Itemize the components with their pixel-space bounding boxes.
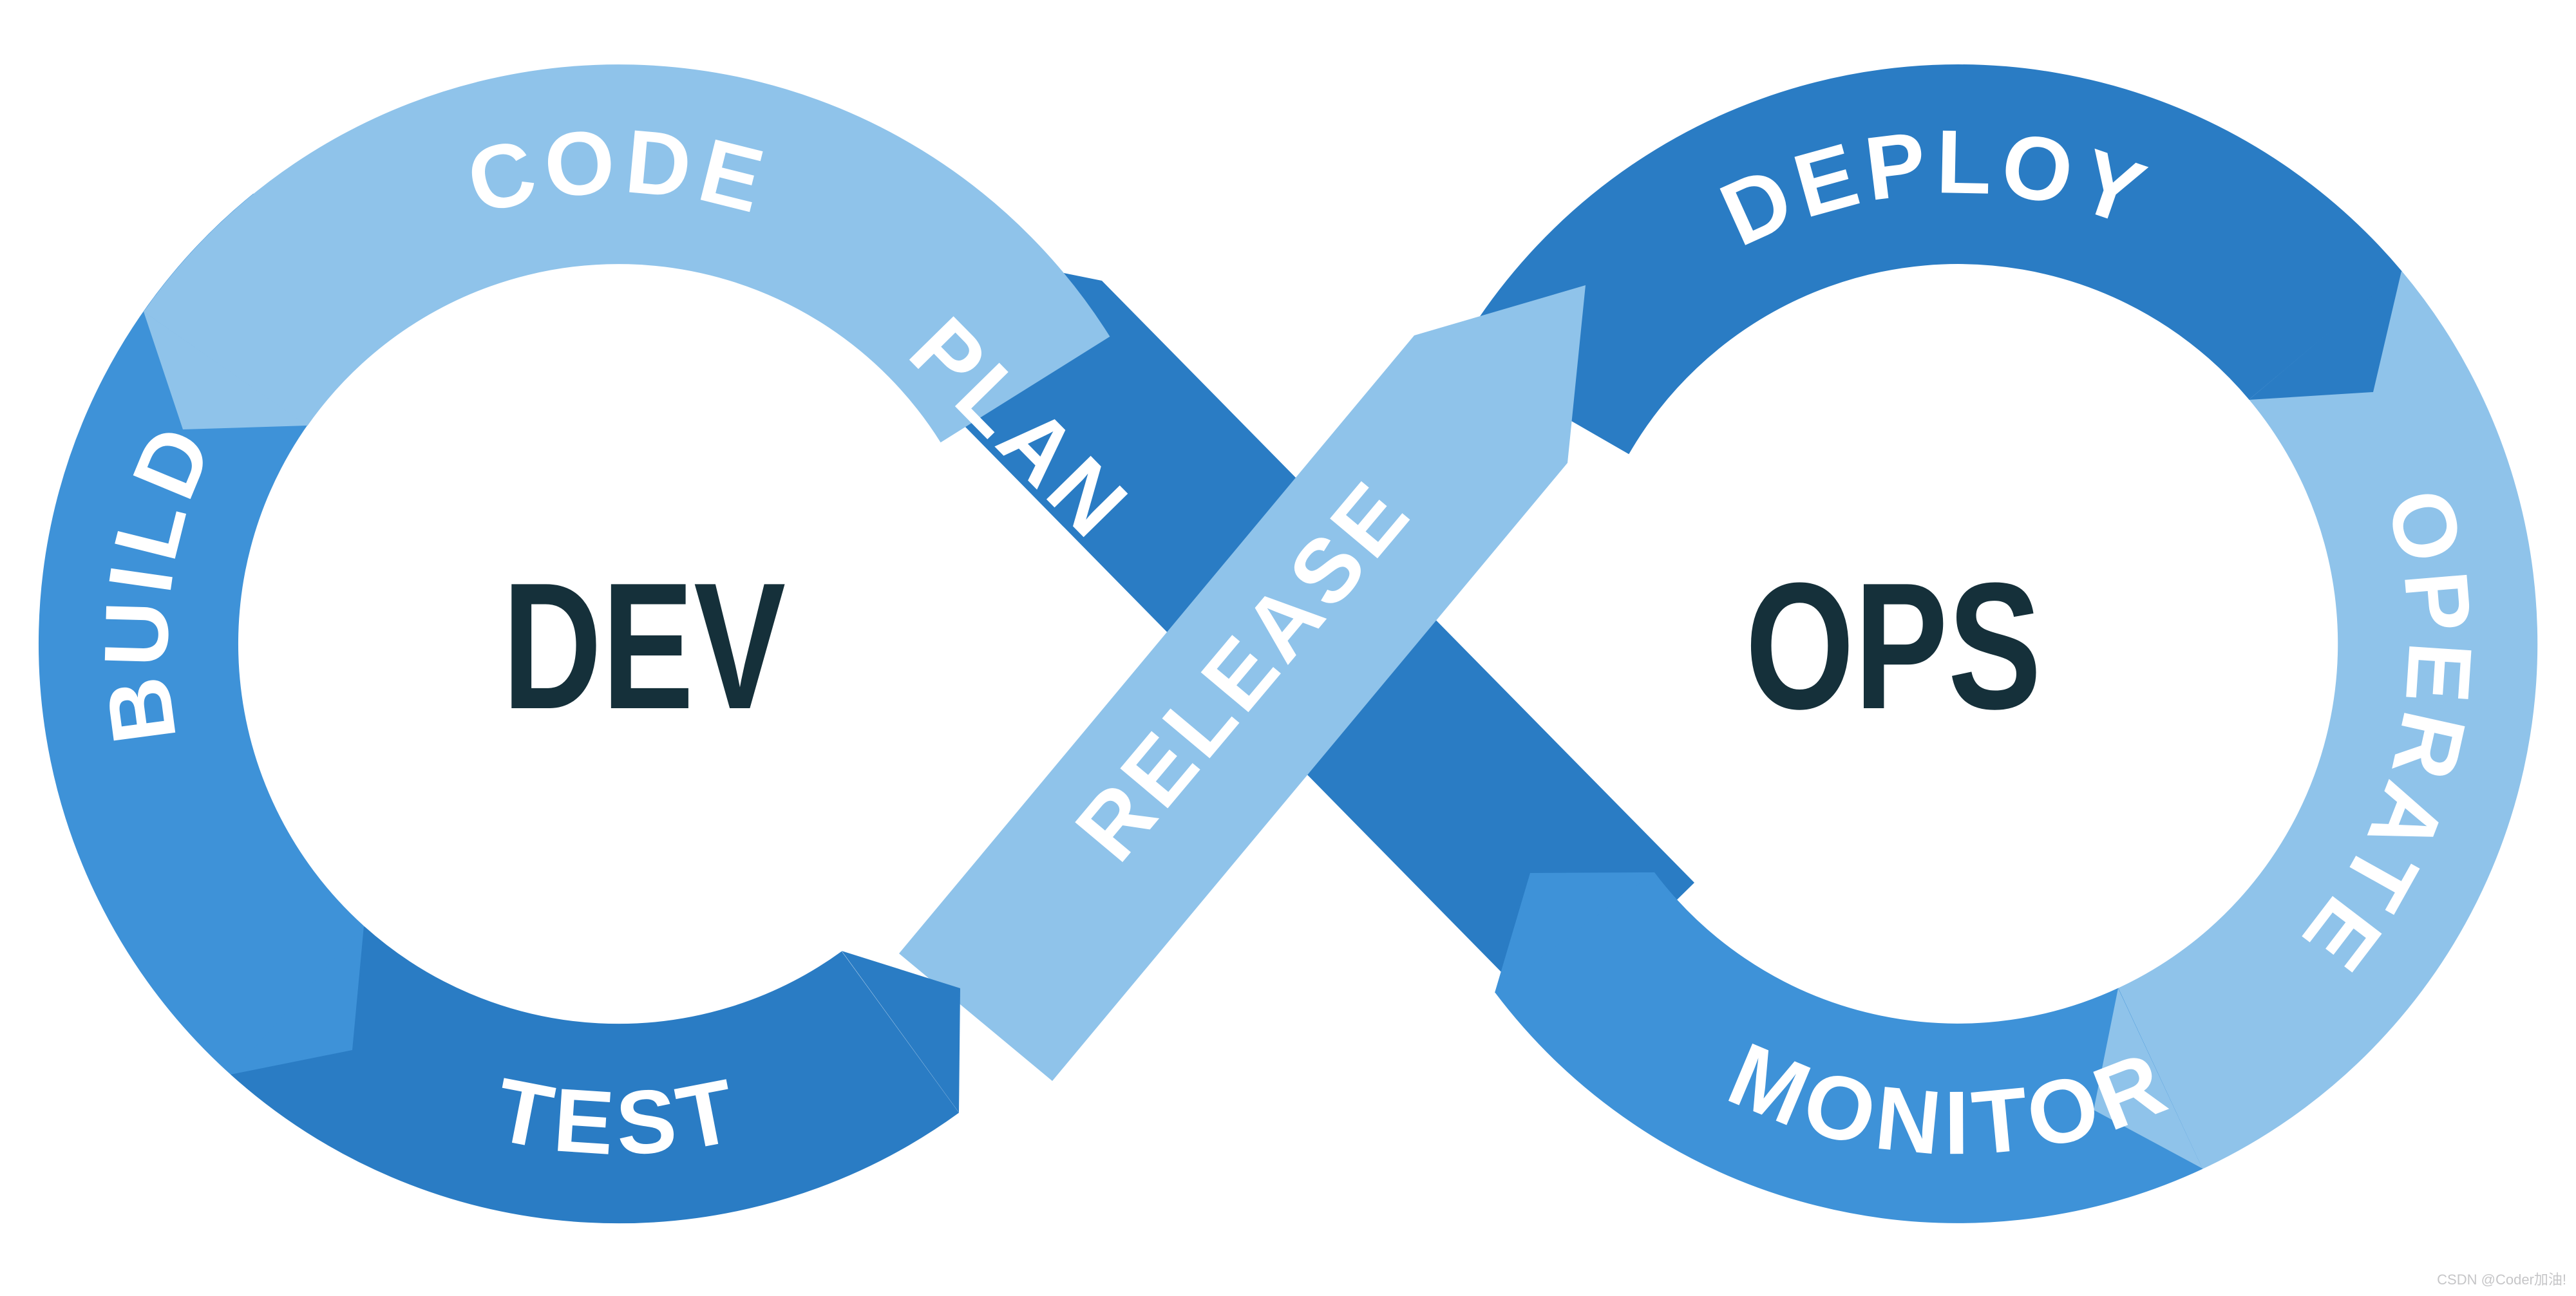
monitor-arc (1495, 871, 2203, 1223)
title-dev: DEV (502, 546, 786, 747)
deploy-arrowhead-icon (2249, 271, 2401, 400)
monitor-arrowhead-icon (1495, 872, 1654, 993)
test-arc (231, 925, 959, 1224)
code-arc (144, 64, 1110, 444)
label-test: TEST (488, 1058, 749, 1174)
deploy-arc (1455, 64, 2402, 455)
code-arrowhead-icon (144, 312, 307, 429)
build-arrowhead-icon (231, 926, 364, 1075)
operate-arc (2117, 271, 2538, 1169)
watermark-text: CSDN @Coder加油! (2437, 1272, 2566, 1288)
release-band (899, 285, 1586, 1081)
operate-arrowhead-icon (2094, 988, 2202, 1169)
title-ops: OPS (1745, 546, 2041, 747)
test-arrowhead-icon (842, 951, 960, 1113)
